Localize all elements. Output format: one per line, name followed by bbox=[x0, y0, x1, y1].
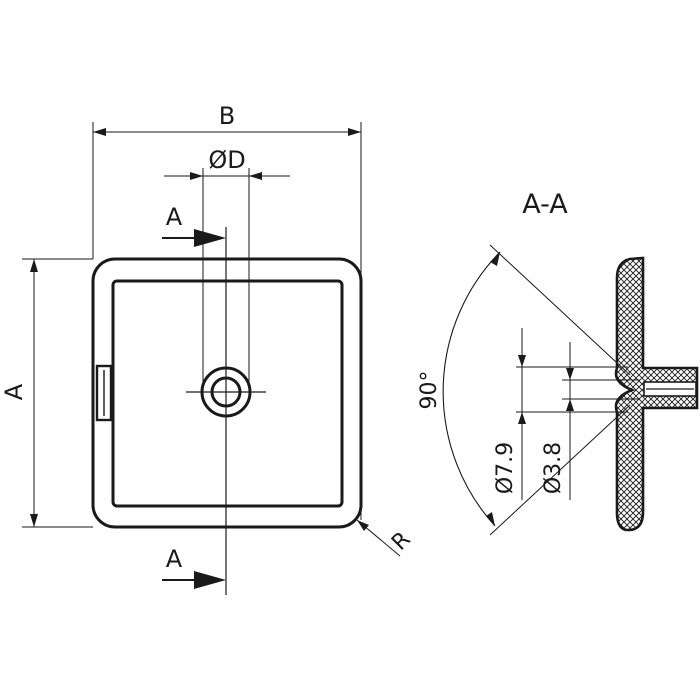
section-marker-bottom-label: A bbox=[166, 545, 183, 573]
dimension-b-label: B bbox=[219, 102, 235, 130]
section-marker-top-label: A bbox=[166, 203, 183, 231]
dimension-inner-diameter: Ø3.8 bbox=[541, 342, 640, 500]
dimension-d: ØD bbox=[164, 146, 290, 392]
radius-callout: R bbox=[356, 519, 416, 557]
dimension-outer-diameter: Ø7.9 bbox=[493, 328, 628, 500]
dimension-d-label: ØD bbox=[208, 146, 245, 174]
dimension-a-label: A bbox=[0, 383, 28, 400]
dimension-a: A bbox=[0, 258, 93, 528]
section-view: A-A 90° Ø7.9 bbox=[417, 189, 699, 536]
cap-inner-outline bbox=[111, 279, 344, 508]
cap-outer-outline bbox=[91, 257, 363, 529]
angle-dimension: 90° bbox=[417, 244, 631, 536]
section-title: A-A bbox=[522, 189, 568, 220]
dimension-b: B bbox=[92, 102, 362, 520]
side-notch bbox=[95, 364, 113, 422]
angle-label: 90° bbox=[417, 371, 442, 410]
outer-diameter-label: Ø7.9 bbox=[493, 442, 518, 494]
section-marker-top: A bbox=[162, 203, 226, 247]
inner-diameter-label: Ø3.8 bbox=[541, 442, 566, 494]
front-view: B ØD A A A bbox=[0, 102, 416, 595]
section-marker-bottom: A bbox=[162, 545, 226, 589]
radius-label: R bbox=[387, 527, 415, 555]
